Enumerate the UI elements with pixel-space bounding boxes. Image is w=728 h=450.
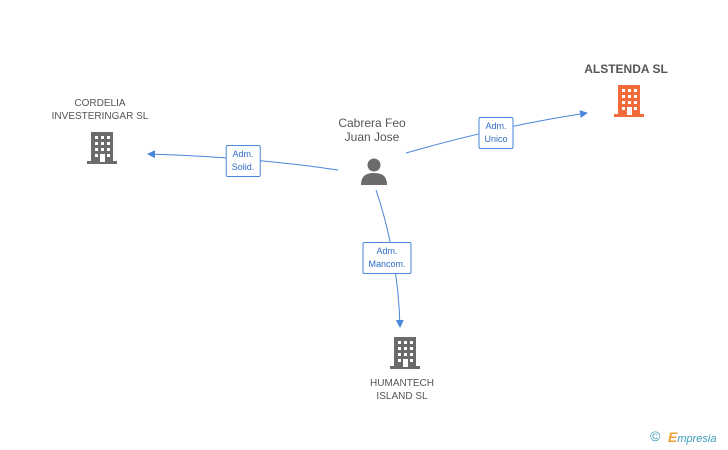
building-icon[interactable] — [613, 84, 645, 118]
humantech-name[interactable]: HUMANTECH ISLAND SL — [370, 377, 434, 403]
cordelia-name-line2: INVESTERINGAR SL — [51, 111, 149, 122]
person-name-line1: Cabrera Feo — [338, 116, 406, 130]
brand-name: mpresia — [677, 433, 717, 445]
cordelia-name[interactable]: CORDELIA INVESTERINGAR SL — [52, 97, 149, 123]
cordelia-name-line1: CORDELIA — [74, 98, 126, 109]
alstenda-name[interactable]: ALSTENDA SL — [584, 62, 668, 76]
humantech-name-line2: ISLAND SL — [376, 391, 428, 402]
person-name-line2: Juan Jose — [344, 130, 400, 144]
brand-logo[interactable]: Empresia — [668, 429, 716, 447]
edge-label-line2: Unico — [484, 134, 508, 144]
person-icon[interactable] — [360, 156, 388, 186]
humantech-name-line1: HUMANTECH — [370, 378, 434, 389]
edge-label-line1: Adm. — [232, 149, 254, 159]
edge-label-adm-unico[interactable]: Adm. Unico — [478, 117, 514, 149]
copyright-symbol: © — [650, 428, 661, 444]
edge-label-line1: Adm. — [485, 121, 507, 131]
edge-label-line2: Solid. — [231, 162, 255, 172]
edge-label-line1: Adm. — [376, 246, 398, 256]
building-icon[interactable] — [86, 131, 118, 165]
person-name[interactable]: Cabrera Feo Juan Jose — [338, 116, 405, 144]
edge-label-adm-mancom[interactable]: Adm. Mancom. — [362, 242, 412, 274]
edge-label-adm-solid[interactable]: Adm. Solid. — [225, 145, 261, 177]
edge-label-line2: Mancom. — [368, 259, 406, 269]
brand-initial: E — [668, 429, 678, 445]
building-icon[interactable] — [389, 336, 421, 370]
